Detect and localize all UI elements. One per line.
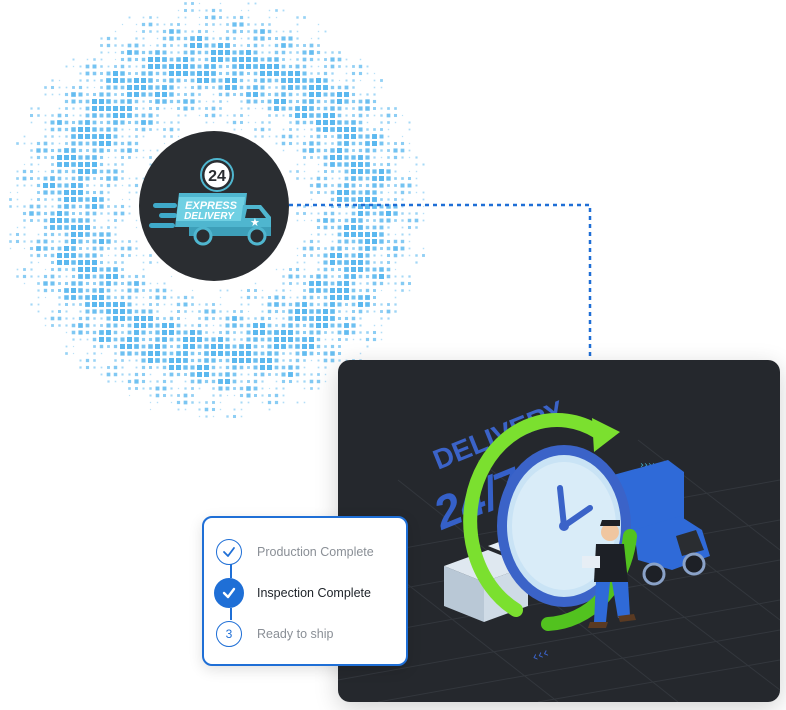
step-connector <box>230 563 232 578</box>
check-outline-icon <box>216 539 242 565</box>
check-filled-icon <box>214 578 244 608</box>
step-ready-to-ship: 3 Ready to ship <box>216 619 333 649</box>
step-label: Ready to ship <box>257 627 334 641</box>
express-delivery-truck-icon: ★ 24 EXPRESS DELIVERY <box>149 158 271 246</box>
delivery-clock-truck-illustration: DELIVERY 24/7 ››››› ‹‹‹ <box>338 395 780 702</box>
step-inspection-complete: Inspection Complete <box>214 578 371 608</box>
order-progress-card: Production Complete Inspection Complete … <box>202 516 408 666</box>
step-connector <box>230 608 232 620</box>
step-number-badge: 3 <box>216 621 242 647</box>
svg-text:★: ★ <box>250 216 260 229</box>
express-delivery-badge: ★ 24 EXPRESS DELIVERY <box>139 131 289 281</box>
badge-number: 24 <box>208 168 226 185</box>
step-label: Production Complete <box>257 545 374 559</box>
step-label: Inspection Complete <box>257 586 371 600</box>
step-production-complete: Production Complete <box>216 537 374 567</box>
delivery-illustration-card: DELIVERY 24/7 ››››› ‹‹‹ <box>338 360 780 702</box>
badge-line-2: DELIVERY <box>184 211 235 222</box>
svg-text:‹‹‹: ‹‹‹ <box>530 645 551 666</box>
badge-line-1: EXPRESS <box>185 200 238 212</box>
